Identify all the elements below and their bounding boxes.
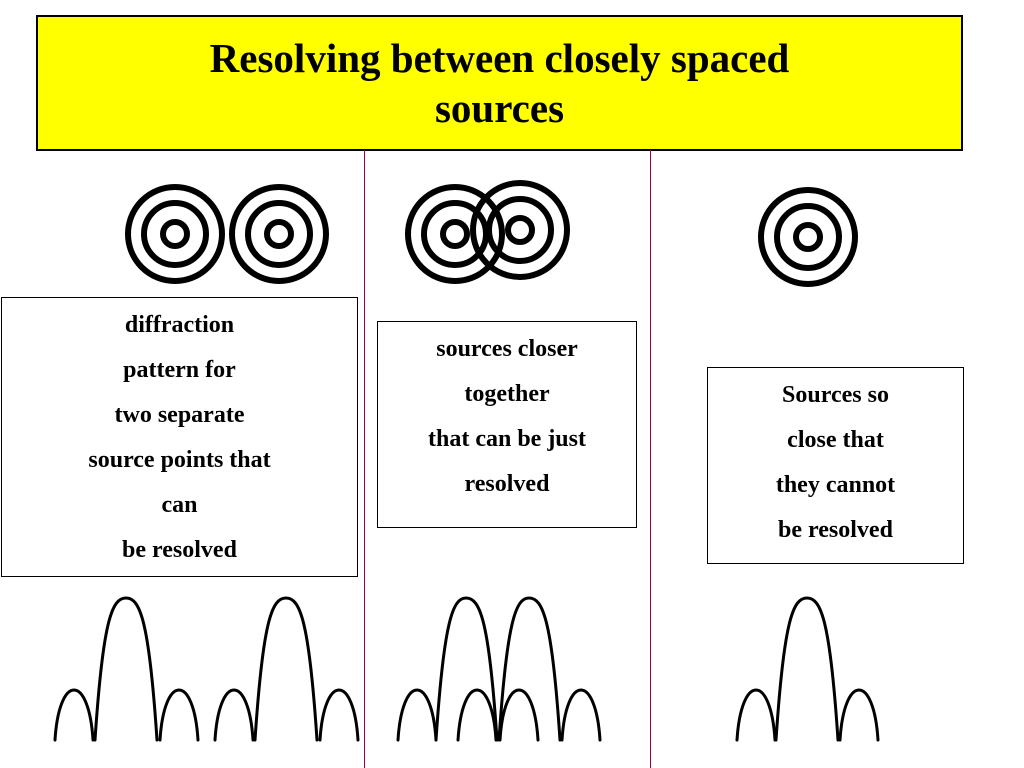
caption-line: pattern for <box>123 357 236 383</box>
caption-line: Sources so <box>782 382 889 408</box>
caption-line: two separate <box>114 402 245 428</box>
caption-line: be resolved <box>778 517 893 543</box>
intensity-profile-just-resolved-left <box>396 596 499 742</box>
caption-just-resolved: sources closer together that can be just… <box>377 321 637 528</box>
caption-line: they cannot <box>775 472 896 498</box>
caption-line: resolved <box>464 471 550 497</box>
caption-line: can <box>161 492 198 518</box>
intensity-profile-separate-right <box>213 596 360 742</box>
caption-line: close that <box>787 427 884 453</box>
airy-pattern-unresolved <box>758 187 858 287</box>
panel-divider-left <box>364 150 365 768</box>
page-title: Resolving between closely spaced sources <box>209 35 790 131</box>
intensity-profile-separate-left <box>53 596 200 742</box>
caption-separate: diffraction pattern for two separate sou… <box>1 297 358 577</box>
caption-line: together <box>464 381 550 407</box>
airy-pattern-just-resolved-left <box>405 184 505 284</box>
airy-pattern-separate-left <box>125 184 225 284</box>
caption-line: that can be just <box>427 426 586 452</box>
caption-line: source points that <box>88 447 271 473</box>
caption-unresolved: Sources so close that they cannot be res… <box>707 367 964 564</box>
caption-line: sources closer <box>436 336 578 362</box>
caption-line: be resolved <box>122 537 237 563</box>
panel-divider-right <box>650 150 651 768</box>
intensity-profile-unresolved <box>735 596 880 742</box>
caption-line: diffraction <box>124 312 235 338</box>
intensity-profile-just-resolved-right <box>497 596 602 742</box>
airy-pattern-separate-right <box>229 184 329 284</box>
airy-pattern-just-resolved-right <box>470 180 570 280</box>
title-banner: Resolving between closely spaced sources <box>36 15 963 151</box>
